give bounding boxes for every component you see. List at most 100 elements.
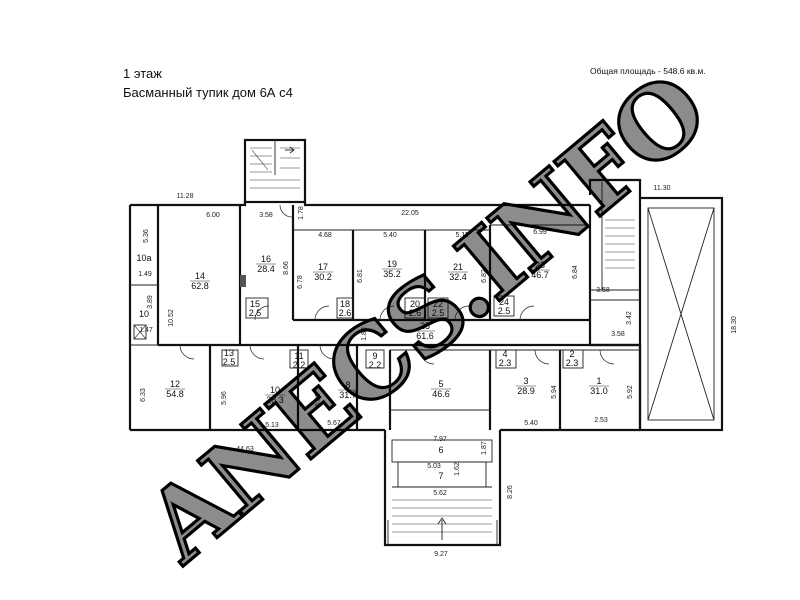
dim-label: 3.42 xyxy=(626,311,633,325)
room-19-number: 19 xyxy=(387,259,397,269)
room-3-area: 28.9 xyxy=(517,386,535,396)
room-18-number: 18 xyxy=(340,299,350,309)
room-17-number: 17 xyxy=(318,262,328,272)
floor-label: 1 этаж xyxy=(123,66,162,81)
dim-label: 11.30 xyxy=(654,185,671,192)
room-24-area: 2.5 xyxy=(498,306,511,316)
dim-label: 5.40 xyxy=(383,232,397,239)
dim-label: 5.40 xyxy=(524,420,538,427)
room-22-number: 22 xyxy=(433,299,443,309)
dim-label: 18.30 xyxy=(731,316,738,334)
dim-label: 3.58 xyxy=(596,287,610,294)
dim-label: 3.58 xyxy=(259,212,273,219)
dim-label: 5.62 xyxy=(433,490,447,497)
dim-label: 6.99 xyxy=(533,229,547,236)
dim-label: 5.67 xyxy=(327,420,341,427)
dim-label: 6.33 xyxy=(140,388,147,402)
room-8-area: 31.7 xyxy=(339,390,357,400)
dim-label: 1.78 xyxy=(298,206,305,220)
dim-label: 3.89 xyxy=(147,295,154,309)
dim-label: 5.03 xyxy=(427,463,441,470)
room-10a-number: 10а xyxy=(136,253,151,263)
door-swings xyxy=(179,204,615,365)
room-6-number: 6 xyxy=(438,445,443,455)
dim-label: 10.52 xyxy=(168,309,175,327)
dim-label: 6.00 xyxy=(315,393,322,407)
address-label: Басманный тупик дом 6А с4 xyxy=(123,85,293,100)
dim-label: 6.78 xyxy=(297,275,304,289)
room-12-number: 12 xyxy=(170,379,180,389)
room-20-number: 20 xyxy=(410,299,420,309)
dim-label: 9.27 xyxy=(434,551,448,558)
room-15-area: 2.5 xyxy=(249,308,262,318)
dim-label: 1.83 xyxy=(361,327,368,341)
dim-label: 6.82 xyxy=(481,269,488,283)
room-11-area: 2.2 xyxy=(293,360,306,370)
dim-label: 2.53 xyxy=(594,417,608,424)
room-8-number: 8 xyxy=(345,380,350,390)
room-17-area: 30.2 xyxy=(314,272,332,282)
dim-label: 5.13 xyxy=(265,422,279,429)
dim-label: 5.96 xyxy=(221,391,228,405)
dim-label: 6.00 xyxy=(206,212,220,219)
dim-label: 5.11 xyxy=(455,232,468,239)
room-21-area: 32.4 xyxy=(449,272,467,282)
entrance-annex xyxy=(383,430,502,547)
dim-label: 3.58 xyxy=(611,331,625,338)
room-19-area: 35.2 xyxy=(383,269,401,279)
room-1-number: 1 xyxy=(596,376,601,386)
room-10-area: 28.3 xyxy=(266,395,284,405)
interior-walls xyxy=(130,205,640,430)
room-12-area: 54.8 xyxy=(166,389,184,399)
room-13-area: 2.5 xyxy=(223,357,236,367)
room-4-area: 2.3 xyxy=(499,358,512,368)
top-staircase xyxy=(243,138,307,204)
dim-label: 5.94 xyxy=(551,385,558,399)
room-9-number: 9 xyxy=(372,351,377,361)
room-10-left-number: 10 xyxy=(139,309,149,319)
dim-label: 44.63 xyxy=(236,446,254,453)
room-labels: 14 62.8 16 28.4 15 2.5 17 30.2 18 2.6 19… xyxy=(136,253,609,481)
room-13-number: 13 xyxy=(224,348,234,358)
dim-label: 1.47 xyxy=(139,327,153,334)
dim-label: 7.97 xyxy=(433,436,447,443)
room-14-number: 14 xyxy=(195,271,205,281)
room-2-area: 2.3 xyxy=(566,358,579,368)
room-7-number: 7 xyxy=(438,471,443,481)
room-11-number: 11 xyxy=(294,351,303,361)
room-14-area: 62.8 xyxy=(191,281,209,291)
room-21-number: 21 xyxy=(453,262,463,272)
room-23-number: 23 xyxy=(535,260,545,270)
room-25-area: 61.6 xyxy=(416,331,434,341)
room-16-number: 16 xyxy=(261,254,271,264)
dim-label: 1.49 xyxy=(138,271,152,278)
dim-label: 4.68 xyxy=(318,232,332,239)
dim-label: 1.62 xyxy=(454,462,461,476)
room-10-number: 10 xyxy=(270,385,280,395)
dim-label: 22.05 xyxy=(401,210,419,217)
room-3-number: 3 xyxy=(523,376,528,386)
room-18-area: 2.6 xyxy=(339,308,352,318)
dim-label: 1.87 xyxy=(481,441,488,455)
room-25-number: 25 xyxy=(420,321,430,331)
dim-label: 5.92 xyxy=(627,385,634,399)
dim-label: 6.81 xyxy=(357,269,364,283)
dim-label: 11.28 xyxy=(177,193,194,200)
room-9-area: 2.2 xyxy=(369,360,382,370)
total-area-label: Общая площадь - 548.6 кв.м. xyxy=(590,66,706,76)
room-23-area: 46.7 xyxy=(531,270,549,280)
dim-label: 6.84 xyxy=(572,265,579,279)
room-1-area: 31.0 xyxy=(590,386,608,396)
dim-label: 8.66 xyxy=(283,261,290,275)
room-16-area: 28.4 xyxy=(257,264,275,274)
dim-label: 5.36 xyxy=(143,229,150,243)
room-4-number: 4 xyxy=(502,349,507,359)
dim-label: 8.26 xyxy=(507,485,514,499)
room-5-area: 46.6 xyxy=(432,389,450,399)
room-2-number: 2 xyxy=(569,349,574,359)
room-5-number: 5 xyxy=(438,379,443,389)
room-24-number: 24 xyxy=(499,297,509,307)
room-15-number: 15 xyxy=(250,299,260,309)
dimension-labels: 11.28 6.00 3.58 1.78 22.05 4.68 5.40 5.1… xyxy=(138,185,738,558)
